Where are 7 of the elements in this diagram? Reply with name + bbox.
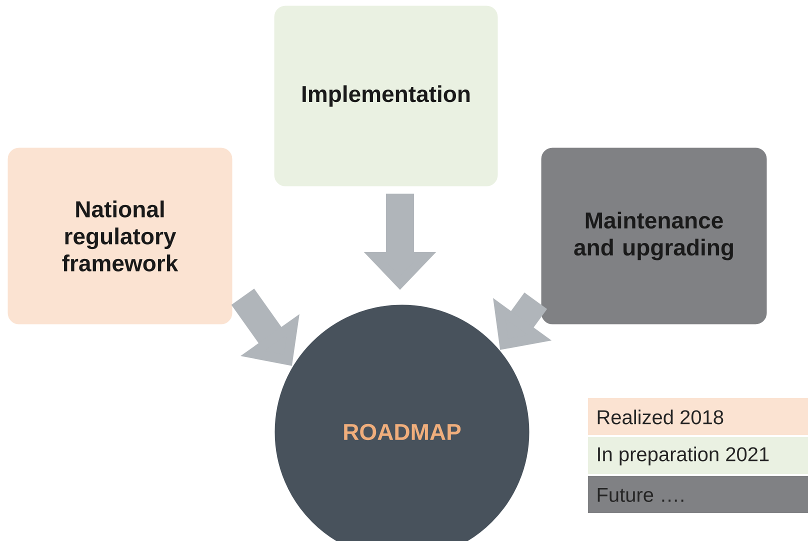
process-box: National regulatory framework bbox=[6, 146, 234, 326]
circle-node: ROADMAP bbox=[273, 303, 531, 541]
process-box: Maintenance and upgrading bbox=[540, 146, 768, 326]
legend-row: Realized 2018 bbox=[588, 398, 808, 435]
process-box: Implementation bbox=[272, 4, 500, 188]
legend-row: In preparation 2021 bbox=[588, 437, 808, 474]
legend-row: Future …. bbox=[588, 476, 808, 513]
